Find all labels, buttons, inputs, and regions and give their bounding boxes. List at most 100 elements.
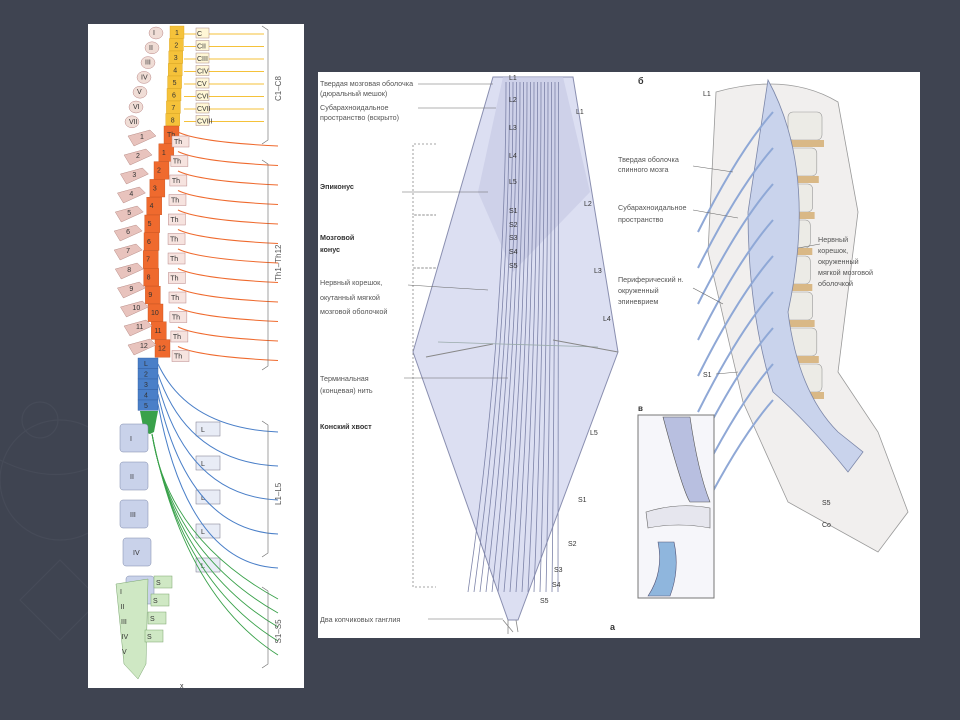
label-b: корешок, — [818, 246, 848, 255]
vertebral-body — [787, 111, 823, 141]
cervical-nerve-box — [195, 27, 210, 39]
vertebra-label: II — [149, 45, 153, 52]
thoracic-nerve-label: Th — [174, 354, 182, 361]
cord-segment-label: S1 — [509, 208, 518, 215]
nerve-rootlet — [485, 81, 517, 593]
thoracic-nerve-box — [168, 213, 186, 226]
thoracic-nerve-line — [177, 209, 279, 225]
thoracic-segment-label: 5 — [148, 221, 152, 228]
label-b: спинного мозга — [618, 165, 669, 174]
region-bracket-label: L1–L5 — [274, 482, 283, 505]
label-a: Нервный корешок, — [320, 278, 382, 287]
thoracic-segment-label: 11 — [154, 328, 161, 335]
nerve-rootlet — [467, 81, 507, 593]
region-bracket — [261, 586, 269, 669]
nerve-rootlet — [527, 81, 542, 593]
thoracic-nerve-box — [169, 311, 188, 323]
thoracic-nerve-box — [168, 194, 187, 206]
nerve-label-a: L3 — [594, 268, 602, 275]
cervical-nerve-label: CIV — [197, 69, 209, 76]
intervertebral-disc — [778, 176, 819, 183]
lumbar-nerve-line — [157, 393, 279, 535]
lumbar-nerve-label: L — [201, 563, 205, 570]
thoracic-nerve-line — [177, 131, 279, 147]
label-b: Периферический н. — [618, 275, 684, 284]
cervical-segment-label: 6 — [172, 93, 176, 100]
thoracic-nerve-label: Th — [170, 217, 178, 224]
cord-segment-label: L4 — [509, 153, 517, 160]
thoracic-vertebra-label: 2 — [136, 153, 140, 160]
thoracic-vertebra-label: 7 — [126, 248, 130, 255]
label-a: пространство (вскрыто) — [320, 113, 399, 122]
region-bracket-label: Th1–Th12 — [274, 244, 283, 281]
vertebra — [148, 26, 164, 40]
lumbar-nerve-label: L — [201, 427, 205, 434]
thoracic-nerve-label: Th — [173, 334, 181, 341]
side-label-b: S1 — [703, 372, 712, 379]
lumbar-segment — [137, 389, 159, 401]
intervertebral-disc — [778, 356, 819, 363]
cord-segment-label: S5 — [509, 263, 518, 270]
thoracic-segment-label: 2 — [157, 168, 161, 175]
thoracic-nerve-box — [167, 233, 186, 245]
label-a: Субарахноидальное — [320, 103, 388, 112]
thoracic-nerve-label: Th — [171, 295, 179, 302]
thoracic-vertebra — [113, 224, 143, 242]
thoracic-segment-label: 8 — [147, 274, 151, 281]
thoracic-nerve-box — [171, 135, 190, 148]
cervical-nerve-box — [195, 65, 210, 76]
lumbar-vertebra — [119, 423, 149, 453]
region-bracket — [261, 25, 269, 145]
cervical-segment-label: 7 — [171, 105, 175, 112]
spinal-segments-diagram: 12345678Th123456789101112L2345IIIIIIIVVV… — [113, 25, 283, 688]
thoracic-nerve-label: Th — [170, 276, 178, 283]
nerve-rootlet — [515, 81, 535, 593]
thoracic-vertebra-label: 5 — [127, 210, 131, 217]
thoracic-vertebra-label: 12 — [140, 343, 148, 350]
vertebra — [144, 41, 160, 55]
thoracic-segment-label: 1 — [162, 150, 166, 157]
label-a: конус — [320, 245, 340, 254]
thoracic-nerve-label: Th — [170, 256, 178, 263]
nerve-rootlet — [539, 81, 549, 593]
label-a: Мозговой — [320, 233, 354, 242]
thoracic-vertebra-label: 11 — [136, 324, 143, 331]
label-a: Терминальная — [320, 374, 369, 383]
vertebra-label: I — [153, 30, 155, 37]
sacral-nerve-box — [144, 629, 164, 643]
cervical-segment-label: 8 — [171, 118, 175, 125]
cervical-segment-label: 4 — [173, 68, 177, 75]
cervical-nerve-label: CV — [197, 81, 207, 88]
thoracic-vertebra — [113, 243, 143, 261]
lumbar-segment-label: 3 — [144, 382, 148, 389]
thoracic-nerve-line — [177, 326, 279, 342]
cervical-nerve-box — [195, 52, 210, 64]
lumbar-vertebra-label: II — [130, 474, 134, 481]
sacral-vertebra-label: IV — [122, 634, 129, 641]
coccyx-label: x — [180, 683, 184, 688]
cervical-nerve-box — [195, 102, 210, 114]
lumbar-segment-label: 5 — [144, 403, 148, 410]
side-label-b: Co — [822, 522, 831, 529]
nerve-label-a: S1 — [578, 497, 587, 504]
thoracic-nerve-box — [171, 350, 190, 362]
cervical-segment-label: 3 — [174, 55, 178, 62]
vertebra-label: VI — [133, 104, 140, 111]
cervical-nerve-label: CII — [197, 44, 206, 51]
vertebra-label: VII — [129, 119, 138, 126]
thoracic-nerve-box — [168, 291, 187, 304]
thoracic-nerve-line — [177, 268, 279, 283]
leader-lines-b — [692, 165, 821, 375]
sacral-vertebra-label: V — [122, 649, 127, 656]
dural-sac-figure — [412, 76, 619, 634]
lumbar-segment — [137, 378, 159, 390]
thoracic-vertebra — [120, 167, 149, 185]
thoracic-segment-label: 7 — [146, 257, 150, 264]
label-a: Твердая мозговая оболочка — [320, 79, 413, 88]
thoracic-vertebra — [117, 281, 146, 299]
label-b: Нервный — [818, 235, 848, 244]
